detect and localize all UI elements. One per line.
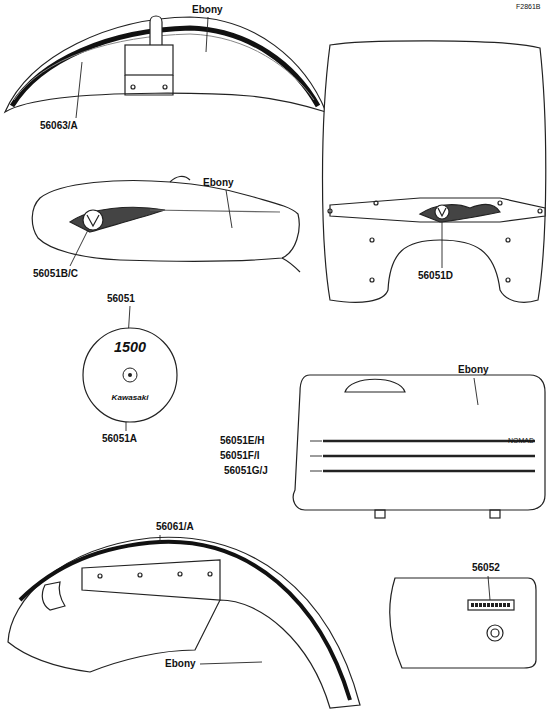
- callout-label: 56052: [472, 562, 500, 574]
- note-text: NOMAD: [508, 436, 534, 445]
- callout-label: 56051G/J: [224, 465, 268, 477]
- callout-label: 56051A: [102, 433, 137, 445]
- rear-fender: [8, 537, 360, 708]
- fuel-tank: [32, 176, 300, 272]
- callout-label: 56051E/H: [220, 435, 264, 447]
- small-cover: [390, 578, 536, 668]
- leader-lines: [70, 17, 490, 664]
- callout-label: 56063/A: [40, 120, 78, 132]
- side-cover: [293, 375, 545, 518]
- callout-label: 56051B/C: [33, 268, 78, 280]
- note-text: F2861B: [516, 2, 541, 11]
- callout-label: Ebony: [203, 177, 234, 189]
- callout-label: Ebony: [192, 4, 223, 16]
- callout-label: Ebony: [165, 658, 196, 670]
- emblem-circle: 1500Kawasaki: [82, 327, 178, 423]
- callout-label: 56051D: [418, 270, 453, 282]
- emblem-brand: Kawasaki: [82, 393, 178, 402]
- callout-label: 56051: [107, 293, 135, 305]
- callout-label: 56061/A: [156, 521, 194, 533]
- callout-label: 56051F/I: [220, 450, 259, 462]
- windshield: [323, 41, 546, 303]
- emblem-number: 1500: [82, 339, 178, 355]
- front-fender: [5, 16, 326, 112]
- callout-label: Ebony: [458, 364, 489, 376]
